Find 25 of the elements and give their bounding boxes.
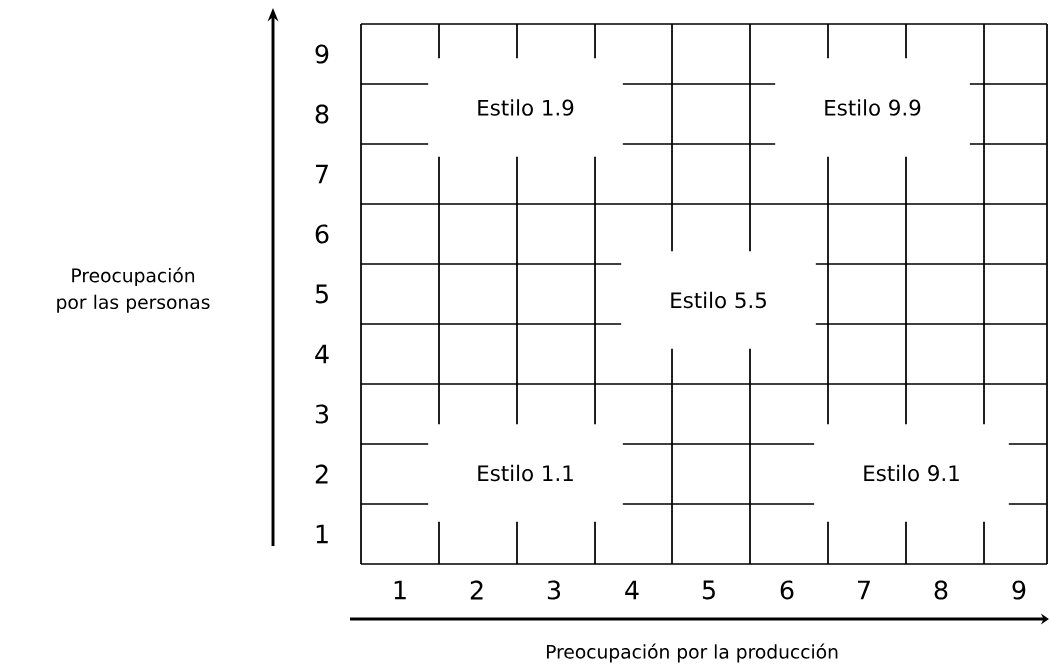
style-label: Estilo 5.5 [621,251,816,349]
axis-number: 1 [394,580,406,600]
axis-number: 2 [470,580,483,600]
axis-number: 9 [315,44,329,64]
axis-number: 2 [315,464,328,484]
style-label: Estilo 1.9 [428,58,623,157]
style-label: Estilo 9.1 [814,424,1009,522]
axis-number: 3 [315,404,329,424]
axis-number: 4 [625,580,639,600]
axis-title: Preocupación por las personas [57,267,210,313]
axis-number: 6 [315,224,329,244]
axis-number: 7 [316,164,328,184]
axis-number: 8 [315,104,329,124]
axis-number: 4 [315,344,329,364]
axis-number: 7 [858,580,870,600]
axis-number: 5 [702,580,715,600]
axis-number: 9 [1012,580,1026,600]
axis-number: 5 [315,284,328,304]
axis-number: 8 [934,580,948,600]
axis-title: Preocupación por la producción [547,643,838,663]
style-label: Estilo 1.1 [428,424,623,522]
axis-number: 1 [316,524,328,544]
style-label: Estilo 9.9 [775,58,970,157]
axis-number: 6 [780,580,794,600]
axis-number: 3 [547,580,561,600]
